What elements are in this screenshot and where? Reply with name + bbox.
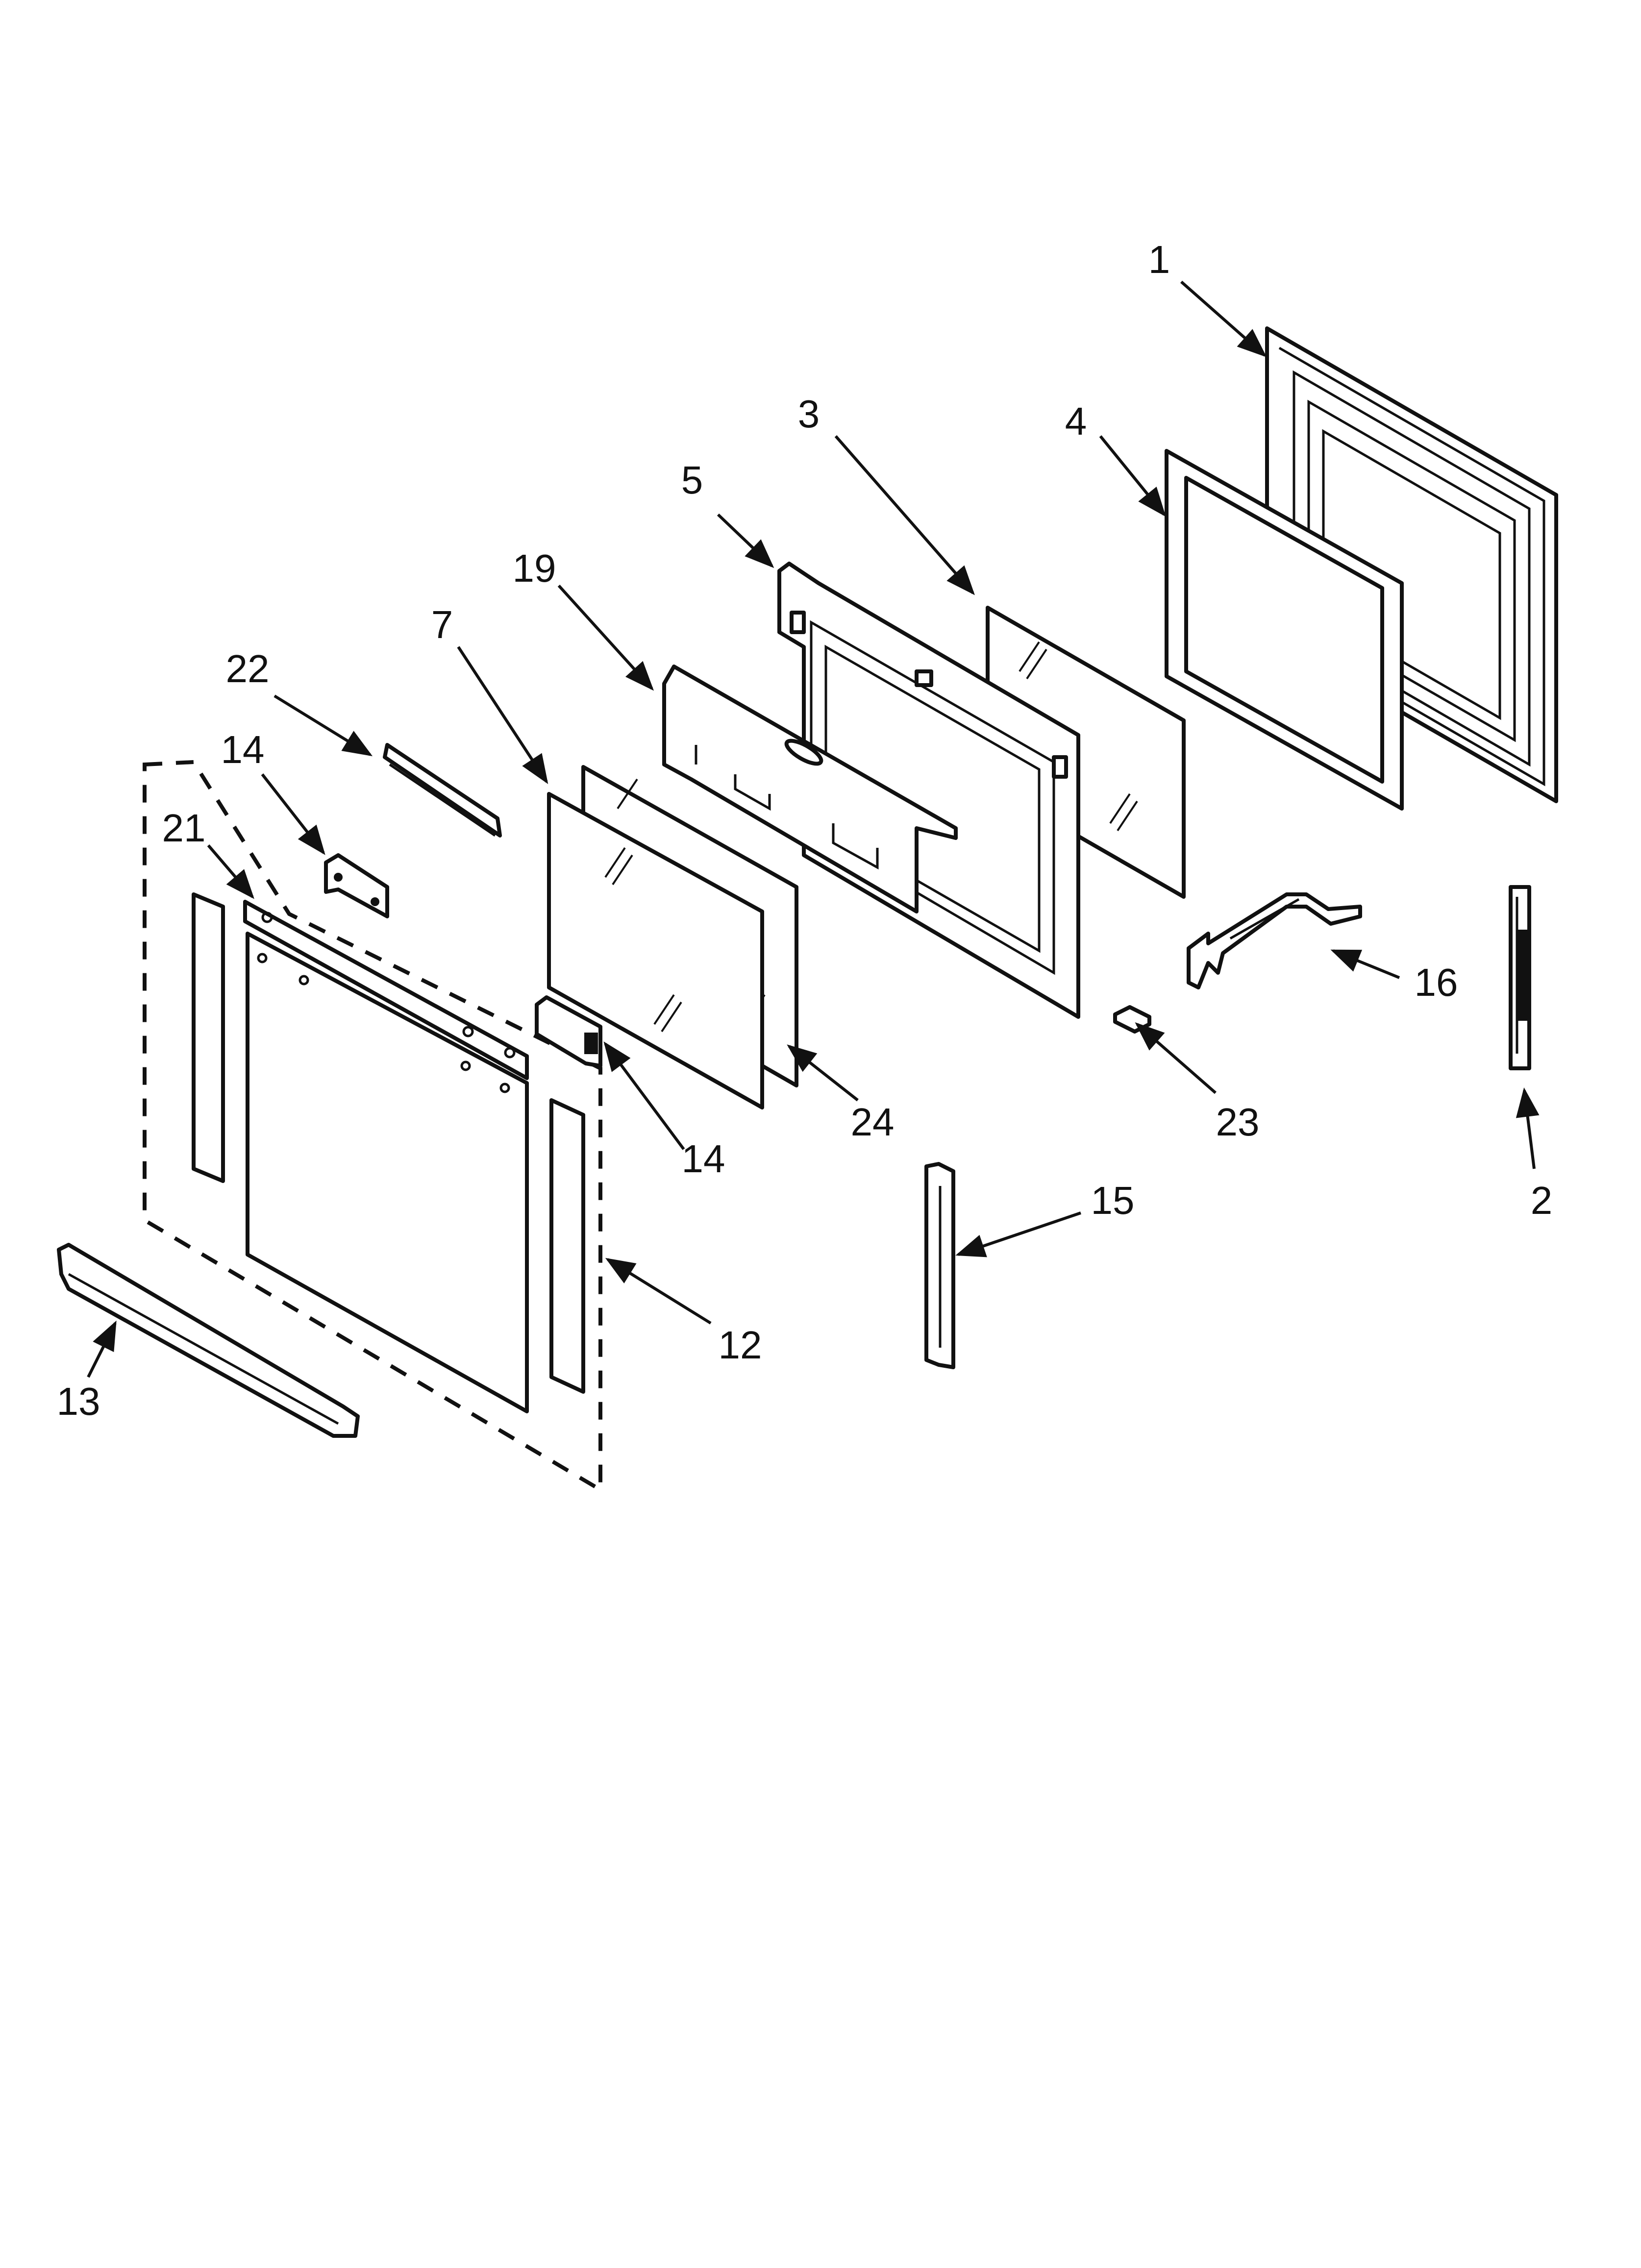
support-bracket (1187, 892, 1362, 989)
callout-5: 5 (681, 458, 703, 502)
callout-16: 16 (1414, 961, 1458, 1004)
door-latch (924, 1162, 955, 1369)
callout-21: 21 (162, 806, 206, 850)
outer-door-assembly (143, 760, 602, 1494)
bracket-22 (383, 743, 502, 838)
clip (1113, 1005, 1151, 1034)
callout-13: 13 (56, 1380, 100, 1423)
door-frame (1165, 449, 1404, 811)
callout-14-lower: 14 (681, 1137, 725, 1181)
callout-3: 3 (797, 392, 820, 436)
heat-shield (662, 665, 958, 913)
leader-lines (87, 280, 1540, 1378)
callout-7: 7 (431, 603, 453, 646)
callout-23: 23 (1216, 1100, 1260, 1144)
callout-15: 15 (1091, 1179, 1135, 1222)
callout-19: 19 (512, 546, 556, 590)
callout-12: 12 (718, 1323, 762, 1367)
callout-4: 4 (1065, 399, 1087, 443)
callout-1: 1 (1148, 238, 1170, 281)
callout-24: 24 (850, 1100, 895, 1144)
glass-pane-7 (547, 792, 764, 1109)
callout-22: 22 (225, 647, 270, 690)
callout-14-upper: 14 (221, 728, 265, 771)
door-hinge (1509, 885, 1531, 1070)
outer-door-panel (1265, 326, 1558, 803)
hinge-bracket-lower (535, 995, 602, 1068)
door-handle (57, 1243, 360, 1438)
hinge-bracket-upper (324, 853, 389, 918)
callout-2: 2 (1530, 1179, 1553, 1222)
